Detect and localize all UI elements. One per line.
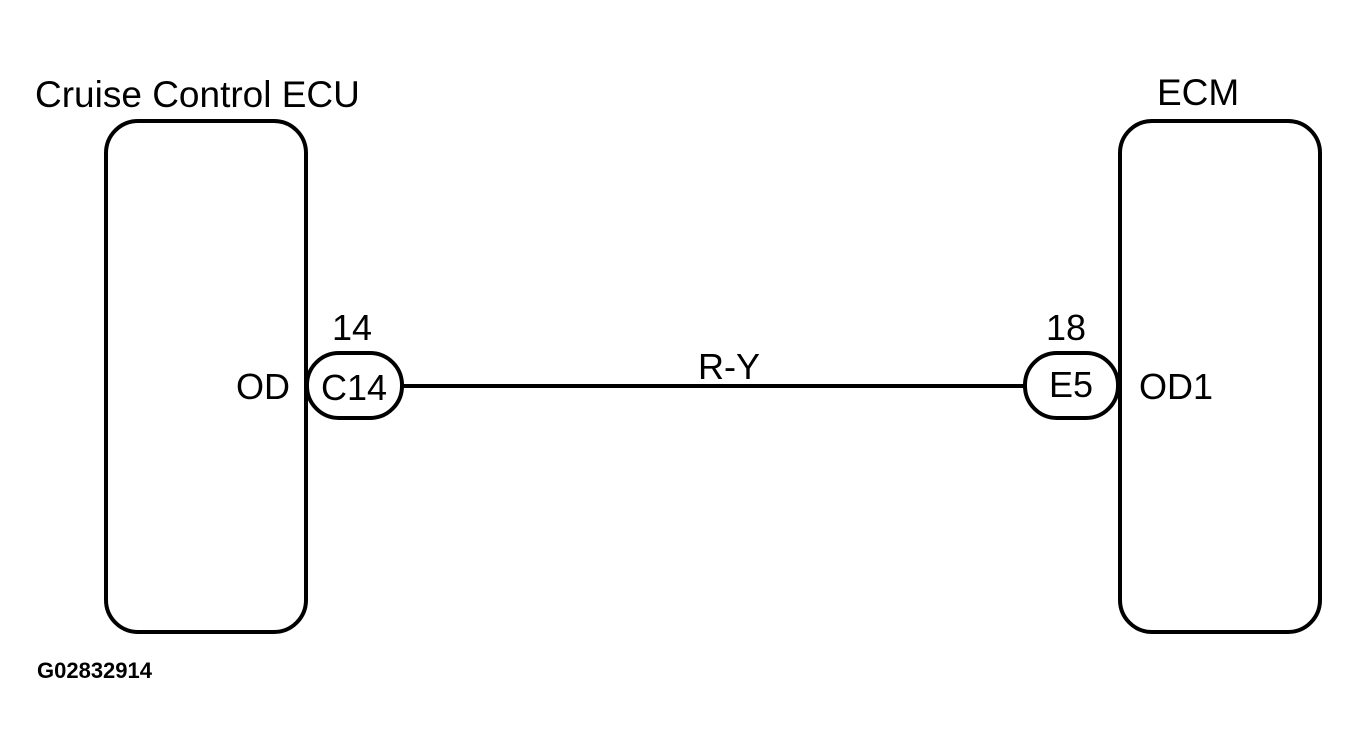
right-connector-pin: 18	[1046, 307, 1086, 348]
left-connector-badge	[305, 351, 404, 420]
right-component-title: ECM	[1157, 72, 1239, 113]
right-terminal-label: OD1	[1139, 366, 1213, 407]
left-connector-pin: 14	[332, 307, 372, 348]
left-component-title: Cruise Control ECU	[35, 74, 360, 115]
right-connector-badge	[1023, 351, 1120, 420]
left-connector-code: C14	[321, 367, 387, 408]
right-component-box	[1118, 119, 1322, 634]
right-connector-code: E5	[1049, 364, 1093, 405]
left-terminal-label: OD	[236, 366, 290, 407]
wire-color-label: R-Y	[698, 346, 760, 387]
figure-id: G02832914	[37, 658, 153, 683]
